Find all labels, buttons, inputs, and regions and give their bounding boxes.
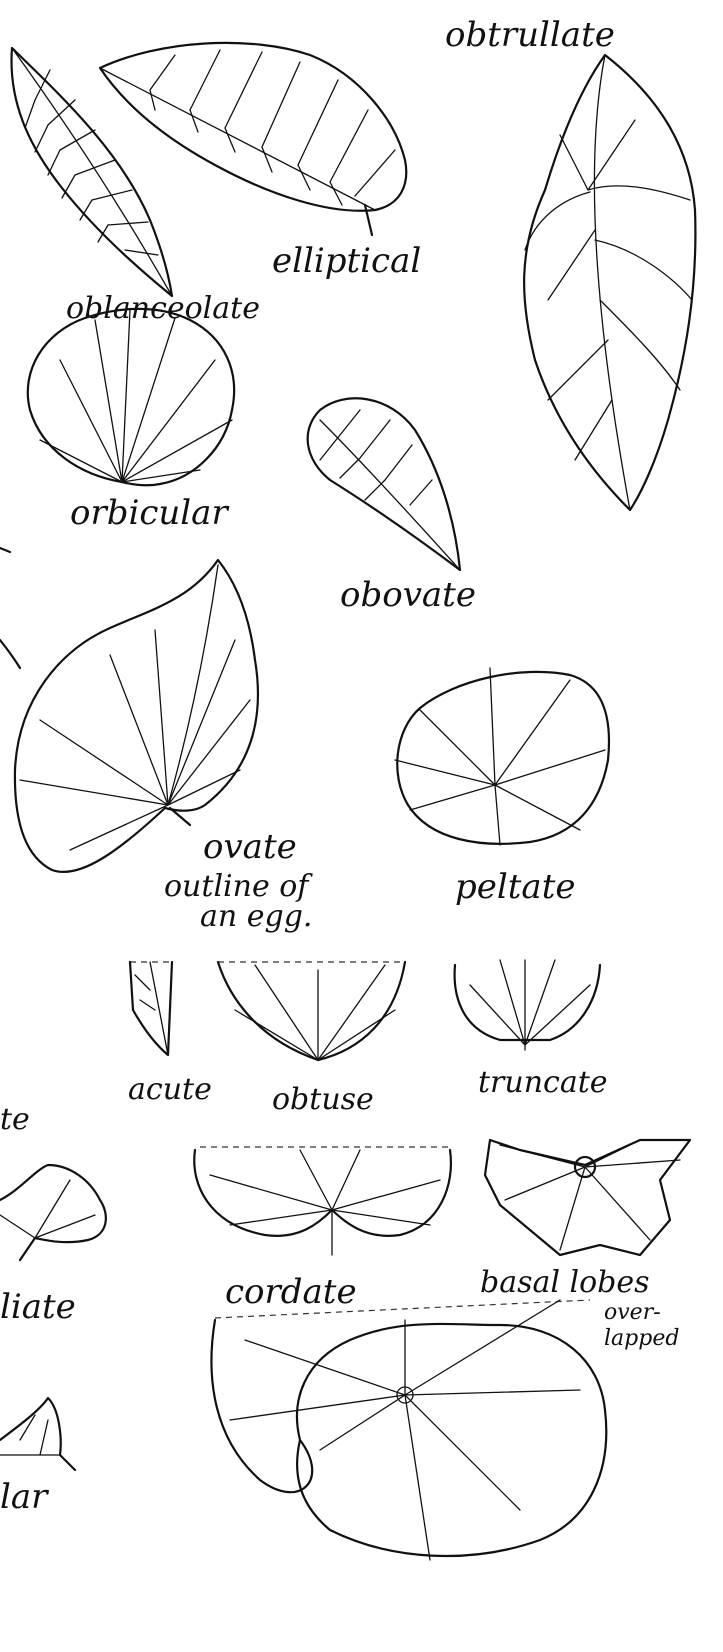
label-overlapped-2: lapped bbox=[604, 1328, 679, 1350]
label-partial-lar: lar bbox=[0, 1480, 47, 1514]
label-acute: acute bbox=[128, 1075, 212, 1105]
orbicular-leaf bbox=[28, 309, 234, 485]
label-ovate-note-1: outline of bbox=[164, 872, 308, 902]
label-partial-liate: liate bbox=[0, 1290, 76, 1324]
label-peltate: peltate bbox=[455, 870, 575, 904]
label-elliptical: elliptical bbox=[272, 244, 421, 278]
label-partial-ate: te bbox=[0, 1105, 30, 1135]
label-overlapped-1: over- bbox=[604, 1302, 661, 1324]
label-ovate-note-2: an egg. bbox=[200, 902, 312, 932]
cordate-base bbox=[194, 1147, 451, 1255]
label-cordate: cordate bbox=[225, 1275, 357, 1309]
label-truncate: truncate bbox=[478, 1068, 608, 1098]
label-basal-lobes: basal lobes bbox=[480, 1268, 650, 1298]
label-ovate: ovate bbox=[203, 830, 297, 864]
acute-base bbox=[130, 962, 172, 1055]
elliptical-leaf bbox=[100, 43, 406, 235]
partial-leaf-lar bbox=[0, 1398, 75, 1470]
ovate-leaf bbox=[15, 560, 258, 872]
partial-leaf-left-edge bbox=[0, 548, 20, 668]
oblanceolate-leaf bbox=[11, 48, 172, 296]
partial-leaf-liate bbox=[0, 1165, 106, 1260]
basal-lobes-leaf bbox=[485, 1140, 690, 1255]
peltate-leaf bbox=[395, 668, 609, 845]
label-obovate: obovate bbox=[340, 578, 476, 612]
overlapped-peltate-leaf bbox=[211, 1300, 606, 1560]
obtuse-base bbox=[218, 962, 405, 1060]
label-obtrullate: obtrullate bbox=[445, 18, 615, 52]
obtrullate-leaf bbox=[524, 55, 695, 510]
label-obtuse: obtuse bbox=[272, 1085, 374, 1115]
label-orbicular: orbicular bbox=[70, 496, 228, 530]
truncate-base bbox=[455, 960, 600, 1050]
obovate-leaf bbox=[308, 398, 460, 570]
label-oblanceolate: oblanceolate bbox=[66, 294, 260, 324]
